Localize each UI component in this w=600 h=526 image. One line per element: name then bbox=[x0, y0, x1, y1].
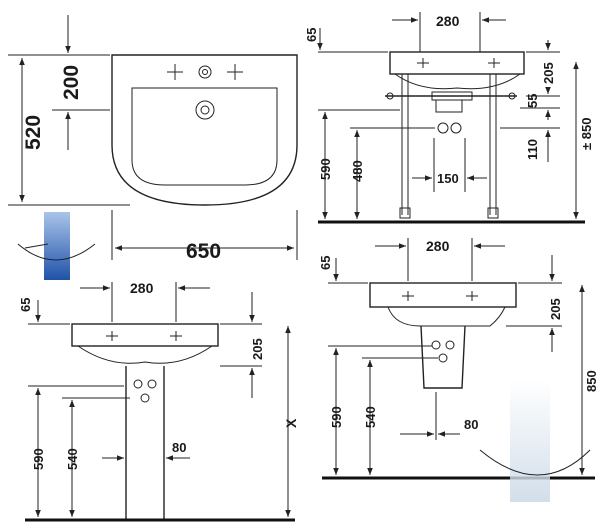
watermark bbox=[510, 380, 550, 502]
tap-hole-icon bbox=[198, 65, 212, 79]
bar-gap-label: 55 bbox=[525, 94, 540, 108]
basin-outline bbox=[111, 54, 298, 206]
tap-spacing-label: 280 bbox=[130, 280, 154, 296]
rim-floor-label: 590 bbox=[31, 448, 46, 470]
basin-body bbox=[389, 51, 525, 75]
semi-pedestal bbox=[420, 325, 466, 389]
wall-frame-view: 280 65 205 55 110 ± 850 590 480 1 bbox=[304, 12, 594, 224]
drain-icon bbox=[195, 100, 215, 120]
tap-spacing-label: 280 bbox=[436, 13, 460, 29]
bowl-outline bbox=[131, 87, 278, 186]
waste-floor-label: 480 bbox=[350, 160, 365, 182]
top-offset-label: 65 bbox=[318, 256, 333, 270]
width-label: 650 bbox=[186, 240, 221, 263]
rim-height-label: 205 bbox=[541, 62, 556, 84]
depth-label: 520 bbox=[22, 115, 45, 150]
tap-spacing-label: 280 bbox=[426, 238, 450, 254]
waste-floor-label: 540 bbox=[65, 448, 80, 470]
total-height-label: 850 bbox=[584, 370, 599, 392]
waste-spacing-label: 150 bbox=[437, 171, 459, 186]
pedestal-view: 280 65 205 X 590 540 80 bbox=[18, 280, 299, 522]
basin-body bbox=[369, 282, 517, 308]
top-offset-label: 65 bbox=[18, 298, 33, 312]
waste-drop-label: 110 bbox=[525, 139, 540, 160]
pedestal-width-label: 80 bbox=[464, 417, 478, 432]
rim-height-label: 205 bbox=[548, 298, 563, 320]
pedestal-width-label: 80 bbox=[172, 440, 186, 455]
top-view: 520 200 650 bbox=[8, 15, 298, 263]
basin-body bbox=[71, 323, 219, 347]
crosshair-icon bbox=[167, 64, 243, 80]
semi-pedestal-view: 280 65 205 850 590 540 80 bbox=[318, 238, 599, 502]
crosshair-icon bbox=[417, 58, 500, 68]
pedestal-column bbox=[125, 366, 165, 520]
inner-depth-label: 200 bbox=[60, 65, 83, 100]
waste-floor-label: 540 bbox=[363, 406, 378, 428]
rim-height-label: 205 bbox=[250, 338, 265, 360]
tap-direction-logo bbox=[17, 212, 96, 280]
rim-floor-label: 590 bbox=[318, 158, 333, 180]
top-offset-label: 65 bbox=[304, 28, 319, 42]
total-height-label: ± 850 bbox=[579, 118, 594, 150]
crosshair-icon bbox=[402, 291, 478, 301]
crosshair-icon bbox=[106, 331, 182, 341]
variable-height-label: X bbox=[283, 418, 299, 428]
rim-floor-label: 590 bbox=[329, 406, 344, 428]
